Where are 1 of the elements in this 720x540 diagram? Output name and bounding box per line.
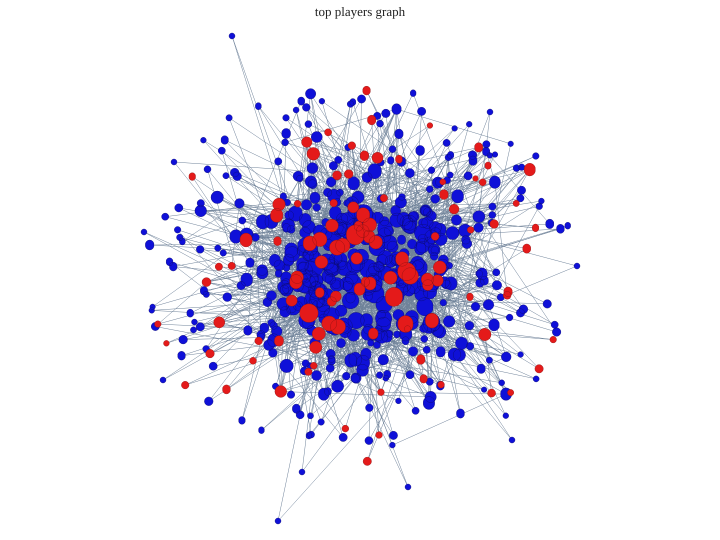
graph-title: top players graph bbox=[314, 4, 406, 20]
